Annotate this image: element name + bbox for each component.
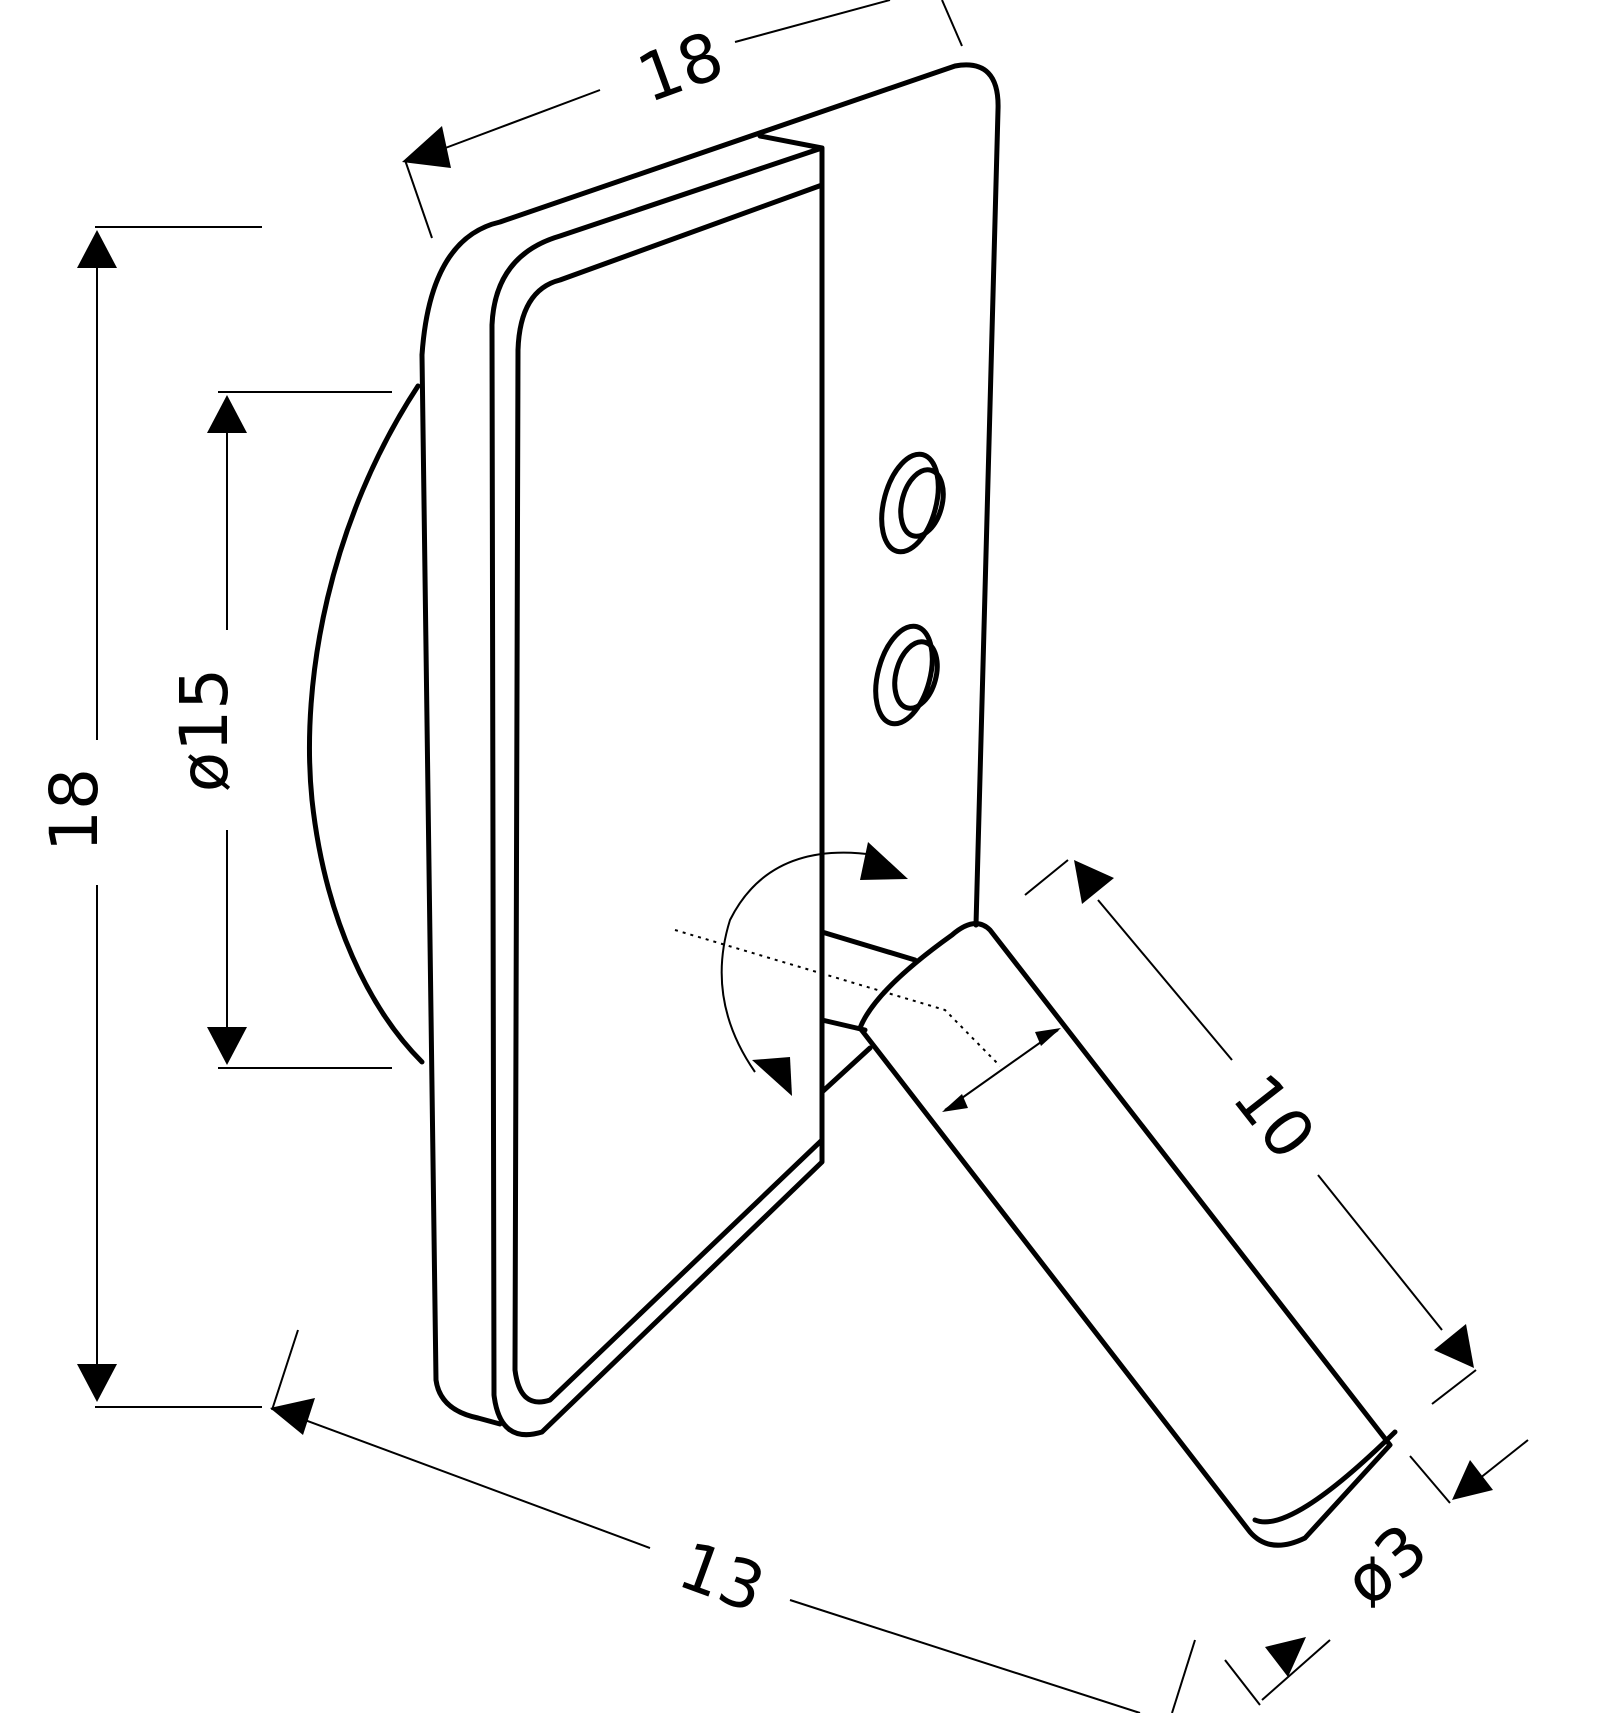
shade-diameter-label: ø15 <box>166 668 243 792</box>
arm-length-label: 10 <box>1218 1060 1330 1174</box>
switch-button-upper <box>879 451 946 555</box>
depth-label: 13 <box>669 1527 774 1628</box>
dimension-shade-diameter: ø15 <box>166 391 392 1069</box>
top-width-label: 18 <box>628 17 733 118</box>
arm-diameter-label: ø3 <box>1330 1509 1443 1621</box>
switch-button-lower <box>873 623 940 727</box>
rotation-arrow-upper <box>860 842 908 880</box>
dimension-height: 18 <box>36 226 262 1408</box>
dimension-depth: 13 <box>270 1329 1196 1713</box>
back-plate <box>419 62 1001 928</box>
front-panel-inner <box>512 182 825 1405</box>
dome-shade <box>306 383 425 1065</box>
dimension-arm-length: 10 <box>1024 859 1477 1405</box>
rotation-arrow-lower <box>752 1057 792 1096</box>
reading-light-tube-end <box>1252 1429 1398 1525</box>
height-label: 18 <box>36 768 113 852</box>
dimension-top-width: 18 <box>402 0 963 239</box>
rotation-arc <box>720 851 876 1073</box>
front-panel-outer <box>489 133 825 1438</box>
back-plate-left-edge <box>419 352 503 1427</box>
rotation-axis <box>674 929 1001 1067</box>
reading-light-tube <box>857 921 1393 1548</box>
